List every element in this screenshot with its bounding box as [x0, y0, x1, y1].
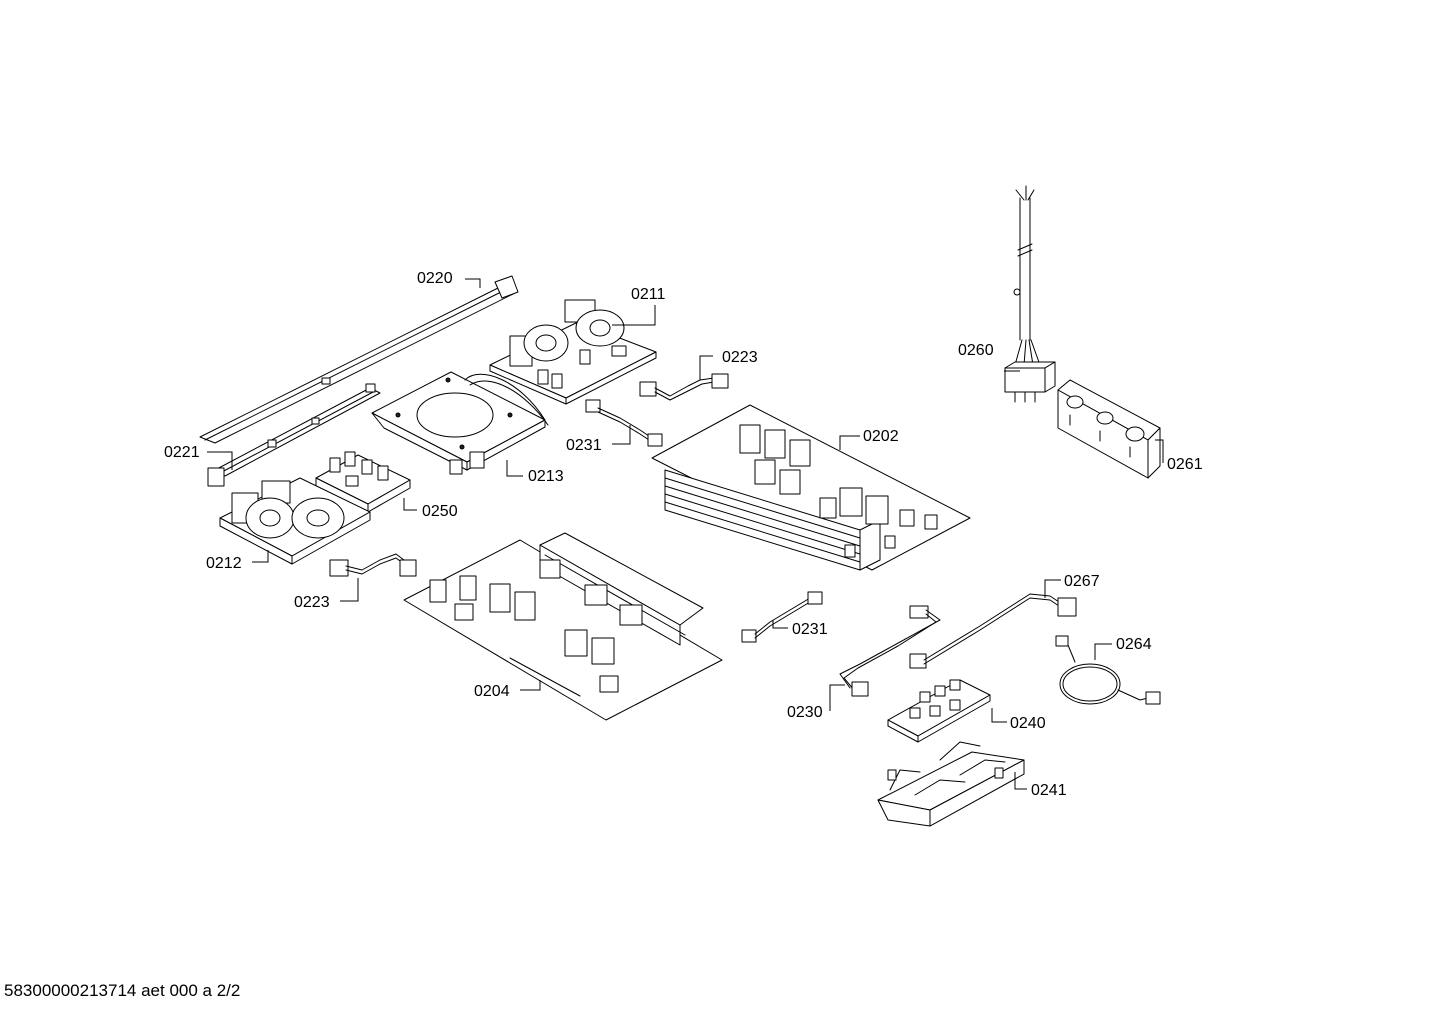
callout-0231-upper: 0231 — [566, 437, 602, 454]
callout-0223-upper: 0223 — [722, 349, 758, 366]
callout-0220: 0220 — [417, 270, 453, 287]
callout-0241: 0241 — [1031, 782, 1067, 799]
part-0230-cable — [839, 605, 941, 697]
callout-0202: 0202 — [863, 428, 899, 445]
part-0223-cable-upper — [639, 373, 729, 401]
part-0223-cable-lower — [329, 553, 417, 577]
callout-labels: 0220 0211 0223 0221 0213 0231 0202 0250 … — [164, 270, 1203, 799]
callout-0264: 0264 — [1116, 636, 1152, 653]
part-0231-cable-lower — [741, 591, 823, 643]
part-0250-terminal-board — [315, 451, 411, 513]
document-id: 58300000213714 aet 000 a 2/2 — [4, 981, 241, 1000]
part-0261-terminal-block — [1057, 379, 1161, 479]
part-0221-rail — [207, 383, 381, 487]
part-0213-induction-coil — [371, 371, 549, 475]
part-0202-power-board — [651, 404, 971, 571]
callout-0250: 0250 — [422, 503, 458, 520]
callout-0221: 0221 — [164, 444, 200, 461]
leader-lines — [207, 278, 1164, 790]
callout-0261: 0261 — [1167, 456, 1203, 473]
part-0204-power-board — [403, 532, 723, 721]
callout-0204: 0204 — [474, 683, 510, 700]
callout-0260: 0260 — [958, 342, 994, 359]
part-0264-sensor-cable — [1055, 635, 1161, 705]
part-0240-control-board — [887, 679, 991, 743]
part-0211-filter-board — [489, 299, 657, 405]
callout-0213: 0213 — [528, 468, 564, 485]
callout-0231-lower: 0231 — [792, 621, 828, 638]
part-0241-bracket — [877, 741, 1025, 827]
callout-0211: 0211 — [631, 286, 666, 303]
callout-0230: 0230 — [787, 704, 823, 721]
callout-0223-lower: 0223 — [294, 594, 330, 611]
callout-0267: 0267 — [1064, 573, 1100, 590]
part-0212-filter-board — [219, 477, 371, 565]
part-0267-cable — [909, 593, 1077, 669]
callout-0212: 0212 — [206, 555, 242, 572]
part-0220-rail — [199, 275, 519, 444]
callout-0240: 0240 — [1010, 715, 1046, 732]
part-0260-mains-cable — [1004, 185, 1056, 403]
